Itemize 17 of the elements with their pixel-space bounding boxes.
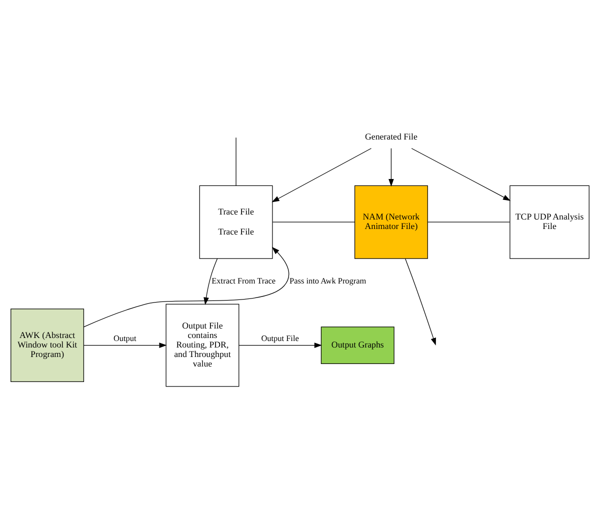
node-box: NAM (Network Animator File)	[354, 184, 428, 258]
arrow	[388, 148, 394, 186]
arrow	[405, 258, 436, 346]
arrow	[204, 258, 218, 305]
arrow	[272, 148, 372, 202]
node-box: Output Graphs	[320, 326, 394, 364]
node-text: Generated File	[364, 130, 418, 141]
node-box: TCP UDP Analysis File	[510, 184, 590, 258]
connector	[272, 221, 355, 222]
node-box: AWK (Abstract Window tool Kit Program)	[10, 308, 84, 382]
arrow	[411, 148, 511, 200]
arrow	[83, 246, 290, 327]
connector	[427, 221, 510, 222]
arrow	[238, 342, 322, 348]
arrow	[84, 342, 167, 348]
node-box: Output File contains Routing, PDR, and Throughput value	[166, 303, 240, 386]
node-box: Trace File Trace File	[199, 184, 273, 258]
